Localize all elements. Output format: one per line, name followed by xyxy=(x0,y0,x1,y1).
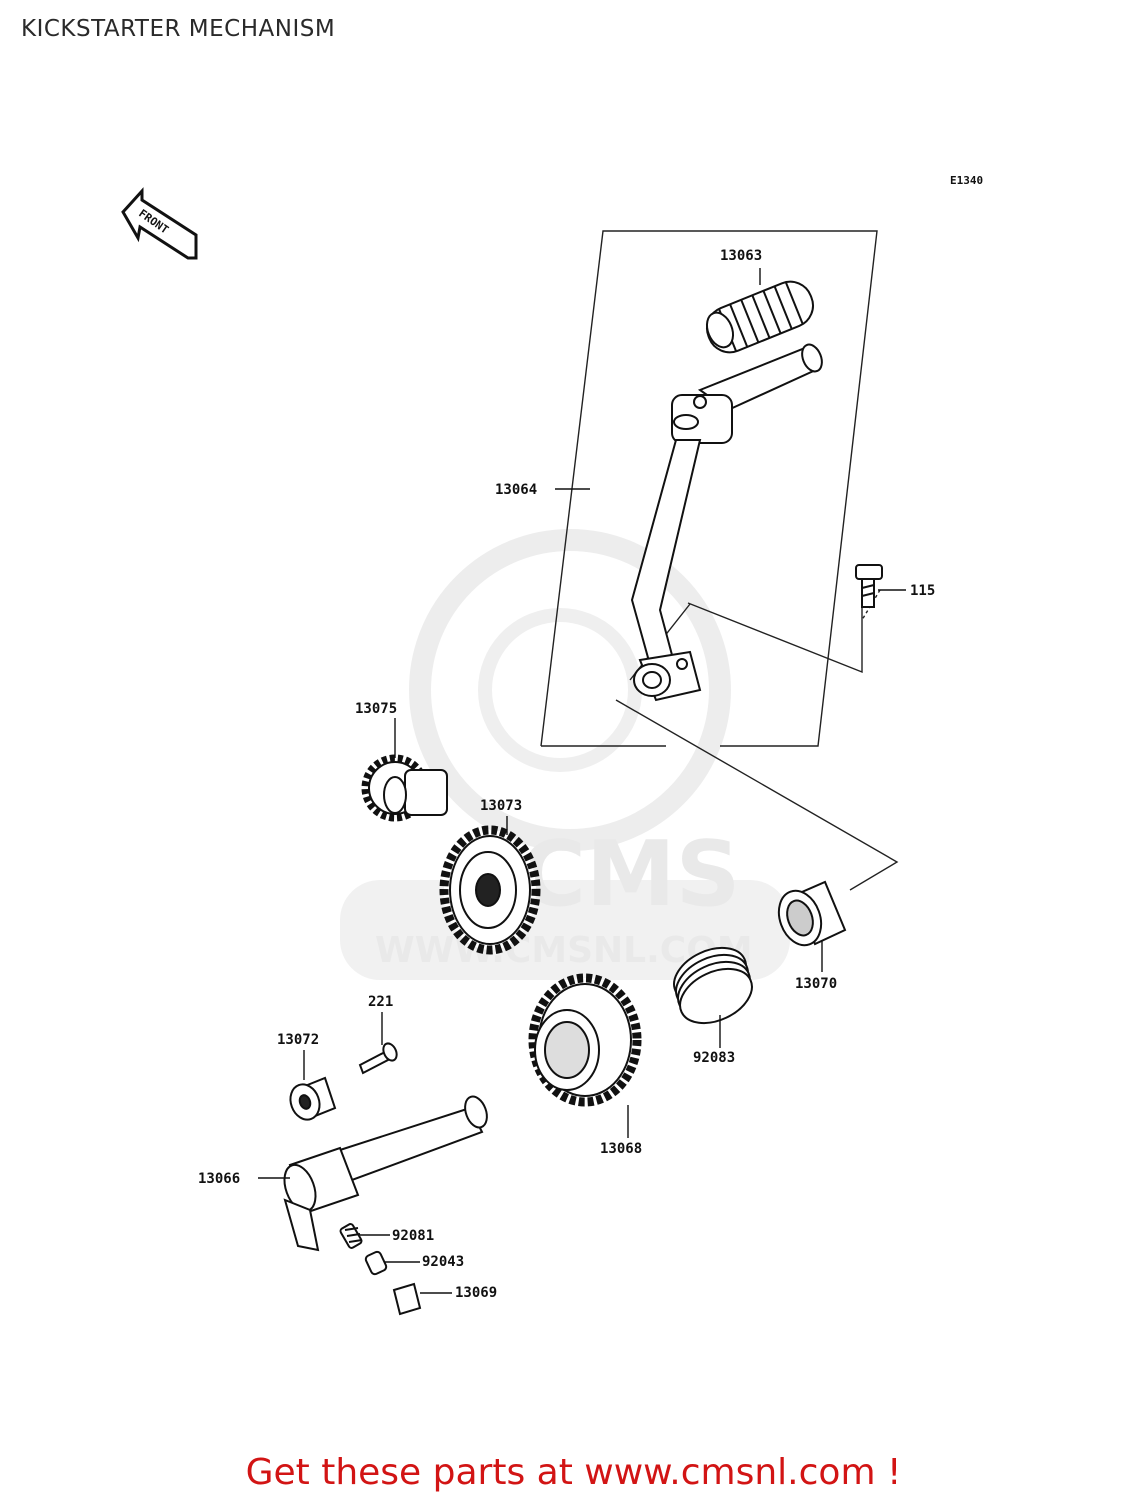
page-title: KICKSTARTER MECHANISM xyxy=(21,16,336,42)
label-13075: 13075 xyxy=(355,701,397,717)
spring-92083-part xyxy=(673,946,753,1025)
pin-92043-part xyxy=(364,1250,388,1276)
label-221: 221 xyxy=(368,994,393,1010)
kick-pedal-arm-part xyxy=(630,343,823,702)
gear-13073-part xyxy=(439,825,541,955)
guide-13069-part xyxy=(392,1282,422,1316)
watermark-brand: CMS xyxy=(520,822,740,927)
collar-13070-part xyxy=(777,880,847,947)
promo-link[interactable]: Get these parts at www.cmsnl.com ! xyxy=(245,1452,902,1493)
front-arrow-icon: FRONT xyxy=(121,187,198,260)
spacer-13072-part xyxy=(289,1076,337,1121)
label-13070: 13070 xyxy=(795,976,837,992)
diagram-code: E1340 xyxy=(950,174,984,187)
bolt-115-part xyxy=(855,564,883,608)
label-13069: 13069 xyxy=(455,1285,497,1301)
label-13073: 13073 xyxy=(480,798,522,814)
screw-221-part xyxy=(358,1042,398,1075)
label-13064: 13064 xyxy=(495,482,537,498)
label-92081: 92081 xyxy=(392,1228,434,1244)
small-gear-13075-part xyxy=(361,754,448,822)
kick-shaft-13066-part xyxy=(283,1095,488,1252)
label-115: 115 xyxy=(910,583,935,599)
label-92083: 92083 xyxy=(693,1050,735,1066)
label-13068: 13068 xyxy=(600,1141,642,1157)
watermark: CMS WWW.CMSNL.COM xyxy=(340,529,790,980)
label-92043: 92043 xyxy=(422,1254,464,1270)
pedal-rubber-part xyxy=(705,280,814,354)
gear-13068-part xyxy=(528,973,642,1107)
spring-92081-part xyxy=(339,1223,363,1249)
label-13072: 13072 xyxy=(277,1032,319,1048)
label-13066: 13066 xyxy=(198,1171,240,1187)
label-13063: 13063 xyxy=(720,248,762,264)
leader-lines xyxy=(258,268,906,1294)
